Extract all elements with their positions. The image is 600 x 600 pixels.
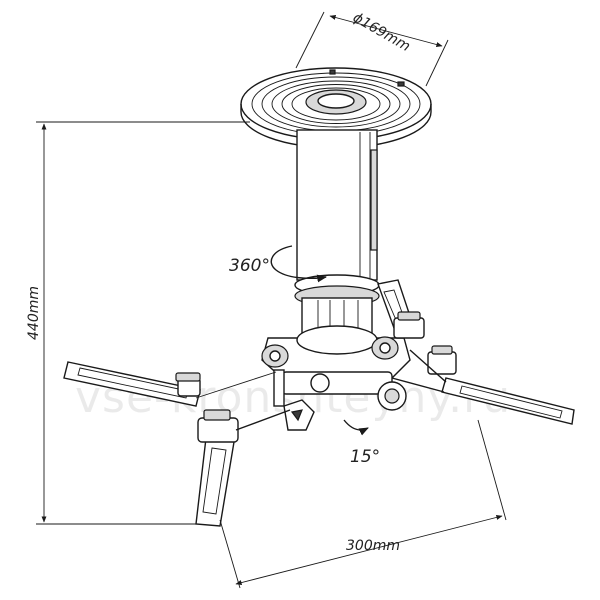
- right-arm: [391, 345, 575, 425]
- left-lower-arm: [195, 409, 291, 527]
- central-hub: [261, 325, 411, 431]
- left-arm: [63, 361, 277, 407]
- tilt-indicator: 15°: [343, 419, 380, 467]
- right-upper-arm: [377, 279, 425, 339]
- dimension-height: 440mm: [26, 121, 250, 525]
- ceiling-plate: [240, 67, 432, 149]
- width-label: 300mm: [346, 538, 400, 554]
- height-label: 440mm: [26, 286, 42, 340]
- rotation-label: 360°: [229, 256, 270, 276]
- tilt-label: 15°: [350, 447, 380, 467]
- telescopic-column: [294, 129, 380, 341]
- dimension-width: 300mm: [219, 419, 507, 589]
- plate-diameter-label: ϕ169mm: [350, 10, 413, 55]
- rotation-indicator: 360°: [229, 245, 327, 283]
